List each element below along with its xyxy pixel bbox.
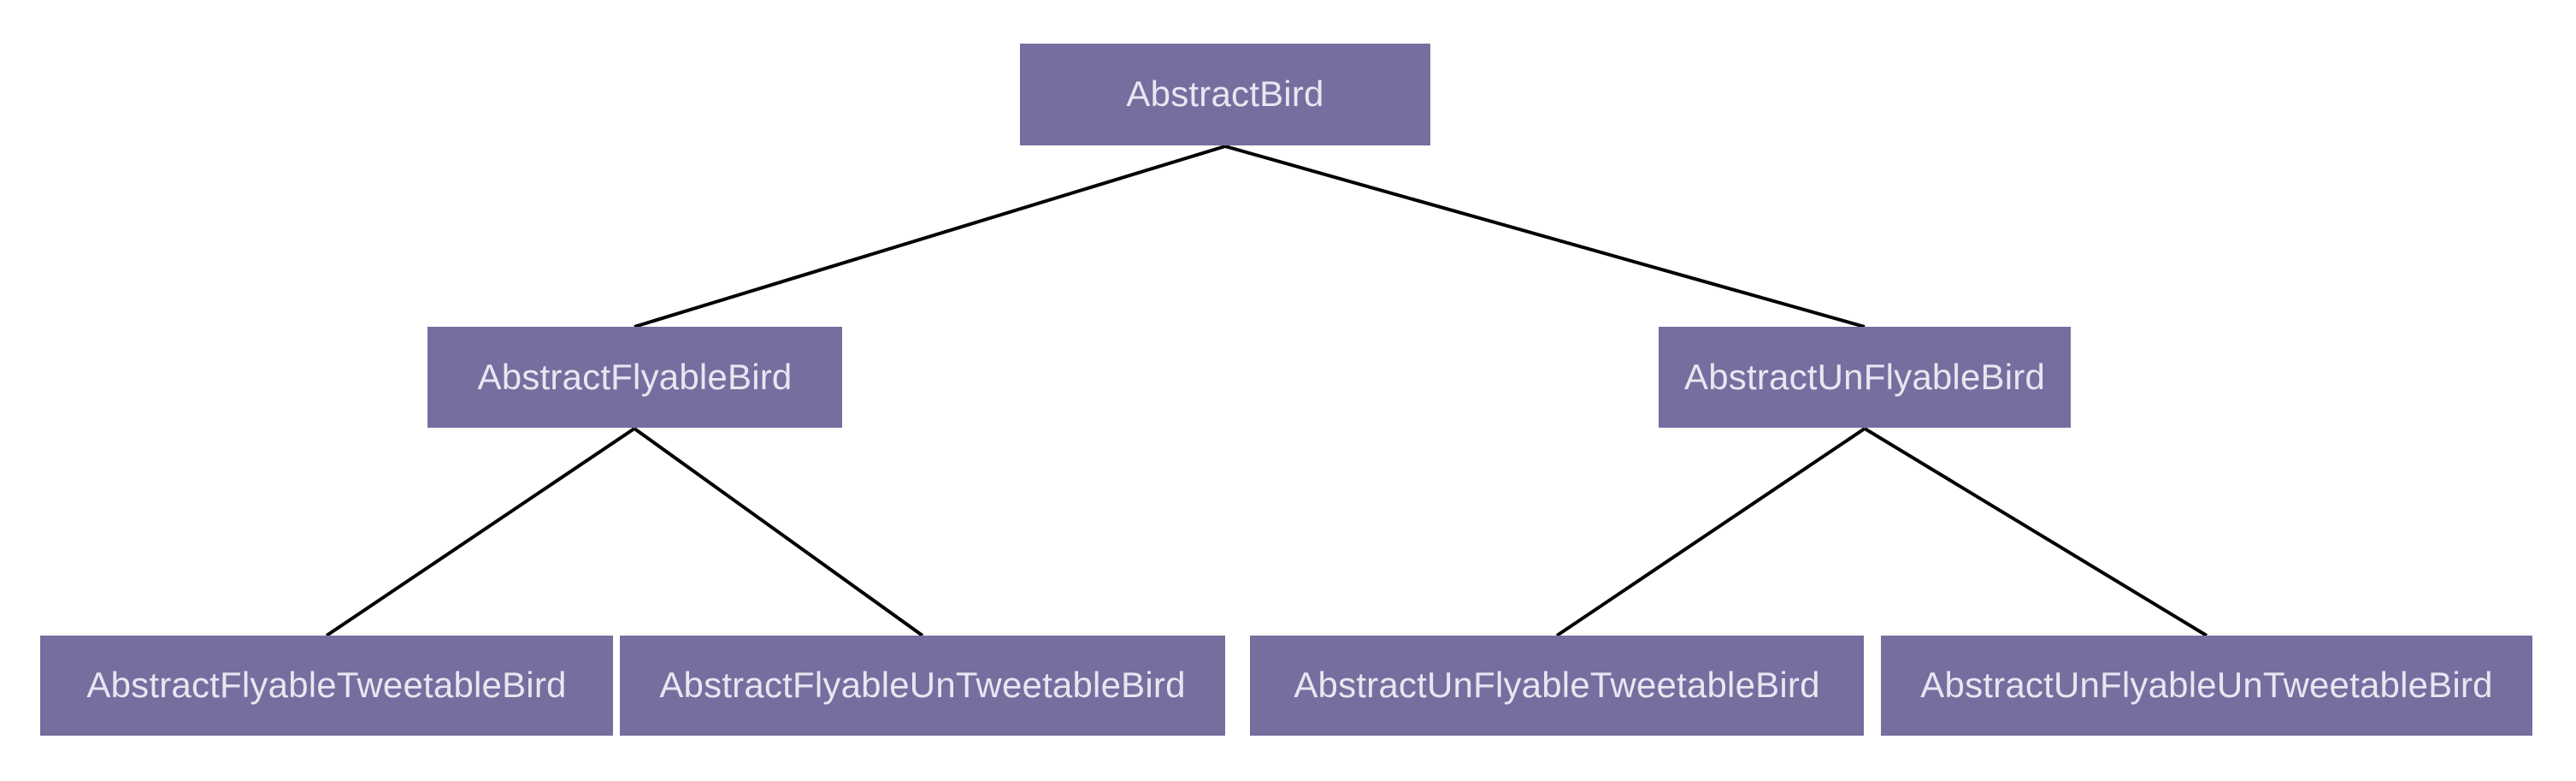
node-label-abstract-unflyable-bird: AbstractUnFlyableBird bbox=[1683, 356, 2046, 397]
node-abstract-flyable-bird[interactable]: AbstractFlyableBird bbox=[427, 327, 842, 428]
node-abstract-flyable-tweetable-bird[interactable]: AbstractFlyableTweetableBird bbox=[40, 636, 613, 736]
node-abstract-unflyable-bird[interactable]: AbstractUnFlyableBird bbox=[1659, 327, 2071, 428]
edge-abstract-flyable-bird-to-abstract-flyable-tweetable-bird bbox=[325, 427, 636, 637]
edge-abstract-bird-to-abstract-flyable-bird bbox=[634, 145, 1226, 328]
node-label-abstract-unflyable-tweetable-bird: AbstractUnFlyableTweetableBird bbox=[1294, 665, 1820, 706]
node-abstract-unflyable-untweetable-bird[interactable]: AbstractUnFlyableUnTweetableBird bbox=[1881, 636, 2532, 736]
edge-abstract-unflyable-bird-to-abstract-unflyable-tweetable-bird bbox=[1555, 427, 1866, 637]
node-abstract-bird[interactable]: AbstractBird bbox=[1020, 44, 1430, 145]
edge-abstract-unflyable-bird-to-abstract-unflyable-untweetable-bird bbox=[1863, 427, 2208, 637]
node-label-abstract-flyable-untweetable-bird: AbstractFlyableUnTweetableBird bbox=[659, 665, 1186, 706]
node-label-abstract-bird: AbstractBird bbox=[1126, 74, 1324, 115]
node-label-abstract-unflyable-untweetable-bird: AbstractUnFlyableUnTweetableBird bbox=[1920, 665, 2493, 706]
node-label-abstract-flyable-tweetable-bird: AbstractFlyableTweetableBird bbox=[86, 665, 567, 706]
node-label-abstract-flyable-bird: AbstractFlyableBird bbox=[477, 356, 793, 397]
node-abstract-unflyable-tweetable-bird[interactable]: AbstractUnFlyableTweetableBird bbox=[1250, 636, 1864, 736]
edge-abstract-bird-to-abstract-unflyable-bird bbox=[1224, 145, 1866, 328]
edge-abstract-flyable-bird-to-abstract-flyable-untweetable-bird bbox=[633, 427, 924, 637]
node-abstract-flyable-untweetable-bird[interactable]: AbstractFlyableUnTweetableBird bbox=[620, 636, 1225, 736]
